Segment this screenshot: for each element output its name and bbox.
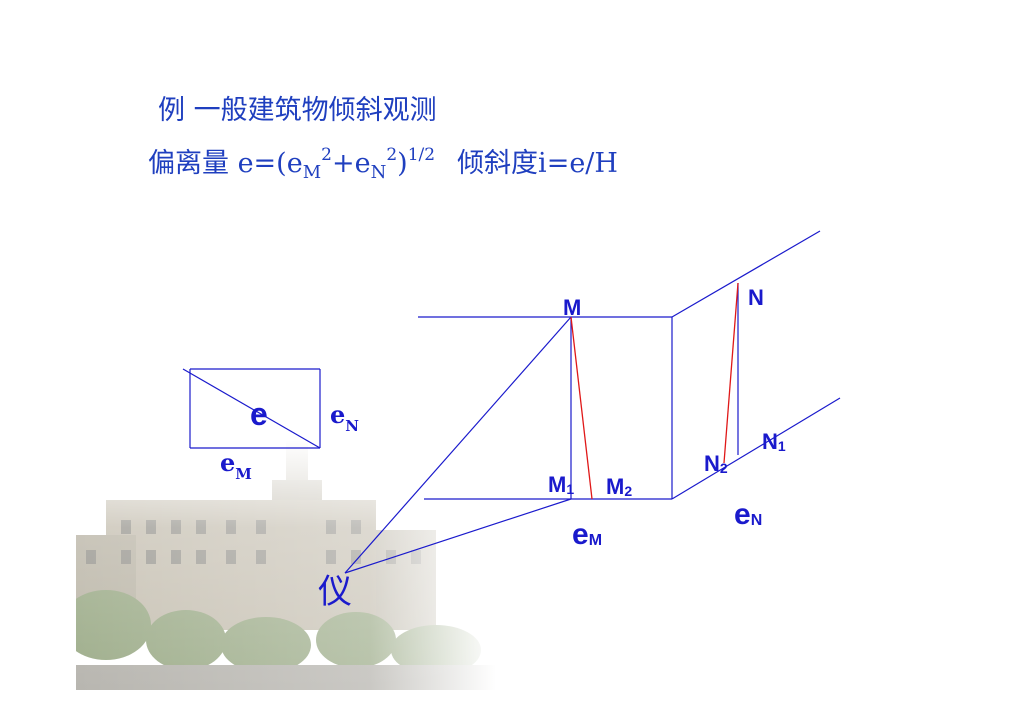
formula-sub-m: M	[302, 162, 322, 183]
formula-prefix: 偏离量 e=(e	[148, 148, 303, 179]
point-label-n2: N2	[704, 451, 728, 476]
point-label-n: N	[748, 285, 764, 310]
tilt-lines	[570, 282, 739, 500]
point-label-m1: M1	[548, 472, 574, 497]
label-en: eN	[734, 498, 762, 531]
point-label-m2: M2	[606, 474, 632, 499]
label-em: eM	[572, 518, 602, 551]
inset-offset-figure	[182, 368, 321, 449]
inset-label-em: eM	[220, 448, 252, 483]
sight-line-base	[344, 498, 572, 574]
formula-suffix: 倾斜度i=e/H	[457, 148, 618, 179]
sight-line-to-m	[344, 316, 572, 574]
point-label-n1: N1	[762, 429, 786, 454]
formula-sub-n: N	[370, 162, 387, 183]
roof-edge-side	[671, 230, 821, 318]
formula-sup-2a: 2	[321, 145, 332, 165]
base-edge-side	[671, 397, 841, 500]
building-outline	[418, 230, 841, 500]
formula-close: )	[397, 148, 408, 179]
tilt-line-m-m2	[570, 316, 593, 500]
tilt-line-n-n2	[723, 282, 739, 464]
instrument-label: 仪	[318, 572, 352, 612]
formula-sup-2b: 2	[386, 145, 398, 165]
point-label-m: M	[563, 295, 581, 320]
sight-lines	[344, 316, 572, 574]
inset-diagonal-e	[182, 368, 321, 449]
heading-line-1: 例 一般建筑物倾斜观测	[158, 95, 437, 126]
formula-sup-half: 1/2	[407, 145, 436, 165]
inset-label-en: eN	[330, 400, 359, 435]
inset-label-e: e	[250, 396, 268, 432]
formula-mid: +e	[331, 148, 371, 179]
